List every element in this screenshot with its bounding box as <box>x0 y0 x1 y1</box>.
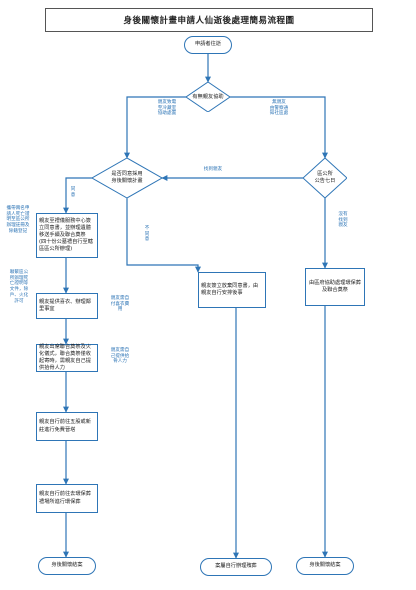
label-found-family: 找到親友 <box>203 167 223 172</box>
label-note-mid-1: 親友需自 付喜衣費 用 <box>110 296 130 313</box>
decision-announce: 區公所 公告七日 <box>303 158 347 198</box>
decision-has-family: 有無親友協助 <box>186 82 230 112</box>
label-disagree: 不 同 意 <box>144 226 150 243</box>
node-step5-eco-burial: 親友自行前往去環保葬禮場所進行環保葬 <box>36 484 98 513</box>
label-none-found: 沒有 找到 親友 <box>338 212 348 229</box>
label-note-left-2: 聯繫區公 所辦理死 亡證明等 文件，除 戶、火化 許可 <box>9 270 29 304</box>
node-start: 申請者往逝 <box>184 36 232 54</box>
label-no-family: 無親友 由警察通 知社區處 <box>269 100 289 117</box>
node-step1-sign-consent: 親友至禮儀服務中心簽立同意書，並辦理遺體移送手續及聯合奠祭 (四十份公墓禮自行至… <box>36 213 98 258</box>
edge-agree-to-step1 <box>63 177 92 214</box>
node-step4-columbarium: 親友自行前往五股或新莊進行免費晉塔 <box>36 412 98 441</box>
label-note-mid-2: 親友需自 己提供拾 骨人力 <box>110 348 130 365</box>
edge-agree-to-refuse <box>126 198 201 273</box>
node-gov-assist: 由區府協助處理環保葬及聯合奠祭 <box>305 268 365 306</box>
node-end-mid: 案屬自行辦理殯葬 <box>200 558 272 576</box>
decision-agree: 是否同意採用 身後關懷計畫 <box>92 158 162 198</box>
label-agree: 同 意 <box>70 187 76 198</box>
label-note-left-1: 攜帶兩名申 請人死亡證 明至區公所 辦理註冊及 除籍登記 <box>6 206 30 234</box>
edge-q-family-to-q-agree <box>124 96 186 159</box>
node-end-left: 身後關懷結案 <box>38 557 96 575</box>
node-step2-clothing: 親友提供喜衣、辦理鄰里事宜 <box>36 293 98 319</box>
edge-q-family-to-q-announce <box>230 96 328 159</box>
decision-agree-label: 是否同意採用 身後關懷計畫 <box>111 171 143 184</box>
page-title: 身後關懷計畫申請人仙逝後處理簡易流程圖 <box>45 8 373 32</box>
node-refuse-consent: 親友簽立放棄同意書，由親友自行安排後事 <box>198 272 266 308</box>
label-has-family: 親友致電 至冷藏室 協助處置 <box>157 100 177 117</box>
decision-has-family-label: 有無親友協助 <box>192 93 224 100</box>
node-end-right: 身後關懷結案 <box>296 557 354 575</box>
decision-announce-label: 區公所 公告七日 <box>314 171 336 184</box>
node-step3-memorial: 親友出席聯合奠祭及火化儀式，聯合奠祭僅收起寄時，需親友自己提供拾骨人力 <box>36 344 98 372</box>
